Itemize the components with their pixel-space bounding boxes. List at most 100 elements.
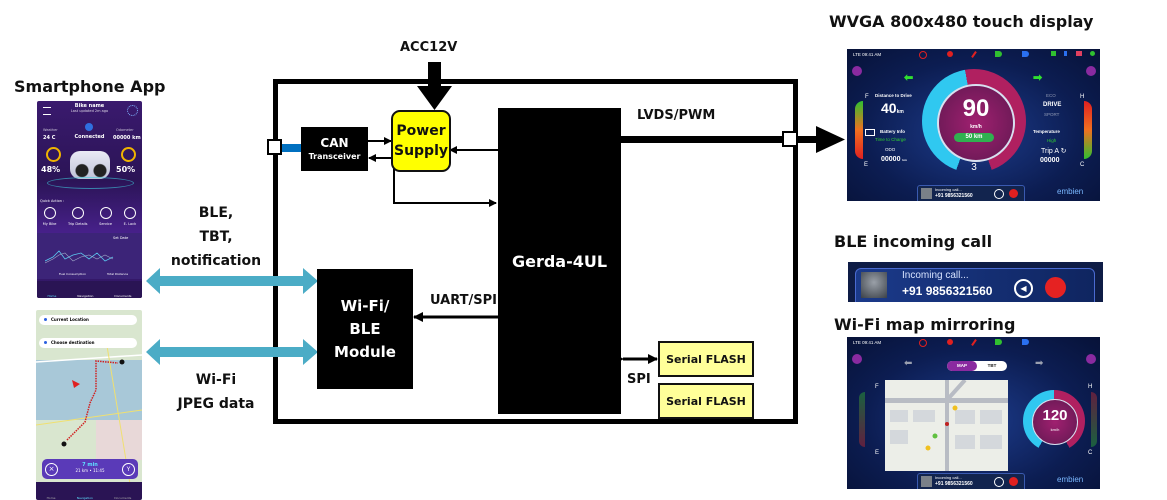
telltale-row xyxy=(919,51,1029,59)
action-my-bike[interactable]: My Bike xyxy=(42,207,57,226)
battery-left-icon xyxy=(46,147,61,162)
right-indicator-icon: ➡ xyxy=(1033,72,1043,84)
power-supply-line2: Supply xyxy=(393,143,449,159)
comm-icons xyxy=(1051,51,1095,56)
can-transceiver-block: CAN Transceiver xyxy=(301,127,368,171)
banner-hangup-button[interactable] xyxy=(1045,277,1066,298)
low-beam-icon xyxy=(995,51,1002,57)
ble-link-line1: BLE, xyxy=(198,205,234,221)
distance-label: Distance to Drive xyxy=(875,93,912,98)
settings-icon[interactable] xyxy=(127,105,138,116)
nav2-navigation[interactable]: Navigation xyxy=(76,496,93,500)
odo-label: ODO xyxy=(885,147,896,152)
ble-link-arrow xyxy=(146,268,318,294)
mirror-mark-h: H xyxy=(1088,384,1093,390)
vehicle-marker xyxy=(72,380,80,388)
mirror-mark-c: C xyxy=(1088,450,1093,456)
spi-label: SPI xyxy=(627,372,651,387)
connection-status: Connected xyxy=(74,134,105,140)
wifi-module-line3: Module xyxy=(334,342,396,361)
map-mirroring-display: LTE 09:41 AM ⬅ ➡ MAP TBT xyxy=(847,337,1100,489)
action-trip-details[interactable]: Trip Details xyxy=(68,207,88,226)
banner-call-number: +91 9856321560 xyxy=(902,284,993,298)
banner-speaker-button[interactable]: ◀ xyxy=(1014,279,1033,298)
display-out-line xyxy=(797,136,817,143)
chart-legend-fuel: Fuel Consumption xyxy=(59,272,86,276)
can-title: CAN xyxy=(320,136,349,150)
incoming-call-bar: Incoming call... +91 9856321560 xyxy=(917,185,1025,201)
map-streets xyxy=(885,378,1008,471)
mirror-hangup-button[interactable] xyxy=(1009,477,1018,486)
mail-icon xyxy=(1075,51,1082,56)
mirror-speaker-button[interactable] xyxy=(994,477,1004,487)
route-map xyxy=(36,339,142,491)
map-mirroring-title: Wi-Fi map mirroring xyxy=(834,315,1016,334)
mirror-right-indicator-icon: ➡ xyxy=(1035,358,1044,369)
bluetooth-icon xyxy=(1064,51,1068,56)
action-service[interactable]: Service xyxy=(99,207,112,226)
action-e-lock[interactable]: E- Lock xyxy=(124,207,136,226)
distance-number: 40 xyxy=(881,100,897,116)
mirror-temp-gauge xyxy=(1091,392,1097,447)
menu-icon[interactable] xyxy=(43,107,51,115)
wifi-module-line1: Wi-Fi/ xyxy=(340,296,390,315)
odo-value: 00000 km xyxy=(881,156,907,163)
trip-summary-card: × 7 min 21 km • 11:45 Y xyxy=(42,459,138,479)
stop-telltale-icon xyxy=(947,51,953,57)
route-line xyxy=(66,360,119,441)
weather-label: Weather xyxy=(43,128,58,132)
mirror-mark-e: E xyxy=(875,450,880,456)
fuel-mark-e: E xyxy=(864,162,869,168)
nav-home[interactable]: Home xyxy=(47,294,57,298)
banner-call-title: Incoming call... xyxy=(902,270,969,281)
wifi-link-arrow xyxy=(146,339,318,365)
trip-reset-icon[interactable]: ↻ xyxy=(1060,148,1067,155)
bluetooth-icon[interactable] xyxy=(85,123,93,131)
gear-indicator: 3 xyxy=(971,162,977,173)
smartphone-app-title: Smartphone App xyxy=(14,77,166,96)
nav-navigation[interactable]: Navigation xyxy=(77,294,94,298)
acc12v-arrow xyxy=(417,62,452,110)
mirror-call-number: +91 9856321560 xyxy=(935,481,973,487)
call-icon xyxy=(1051,51,1056,56)
distance-unit: km xyxy=(896,109,904,115)
mirror-home-button[interactable] xyxy=(1086,354,1096,364)
tab-map[interactable]: MAP xyxy=(947,361,977,371)
bottom-nav: Home Navigation Documents xyxy=(37,281,142,298)
sidestand-telltale-icon xyxy=(971,51,977,58)
speaker-button[interactable] xyxy=(994,189,1004,199)
battery-info-label: Battery Info xyxy=(880,129,906,134)
battery-left-value: 48% xyxy=(41,165,61,174)
nav2-documents[interactable]: Documents xyxy=(114,496,132,500)
range-badge: 50 km xyxy=(954,133,994,142)
incoming-call-banner: Incoming call... +91 9856321560 ◀ xyxy=(848,262,1103,302)
set-date-button[interactable]: Set Date xyxy=(113,236,129,240)
display-connector xyxy=(782,131,798,147)
hangup-button[interactable] xyxy=(1009,189,1018,198)
trip-label-text: Trip A xyxy=(1041,148,1059,155)
current-location-field[interactable]: Current Location xyxy=(39,315,137,325)
bottom-nav-2: Home Navigation Documents xyxy=(36,482,142,500)
nav2-home[interactable]: Home xyxy=(46,496,56,500)
mirror-stop-icon xyxy=(947,339,953,345)
temp-mark-c: C xyxy=(1080,162,1085,168)
cancel-route-button[interactable]: × xyxy=(45,463,58,476)
mirror-menu-button[interactable] xyxy=(852,354,862,364)
cluster-status-bar: LTE 09:41 AM xyxy=(853,52,882,57)
distance-series xyxy=(45,252,114,264)
home-button[interactable] xyxy=(1086,66,1096,76)
nav-documents[interactable]: Documents xyxy=(114,294,132,298)
action-my-bike-label: My Bike xyxy=(42,222,57,226)
current-location-text: Current Location xyxy=(51,317,89,322)
range-badge-text: 50 km xyxy=(965,134,983,140)
tab-tbt[interactable]: TBT xyxy=(987,363,997,368)
menu-button[interactable] xyxy=(852,66,862,76)
destination-field[interactable]: Choose destination xyxy=(39,338,137,348)
route-options-button[interactable]: Y xyxy=(122,463,135,476)
ble-link-label: BLE, TBT, notification xyxy=(162,201,270,273)
motorbike-image xyxy=(70,151,110,179)
soc-label: Gerda-4UL xyxy=(511,251,608,271)
mirror-high-beam-icon xyxy=(1022,339,1029,345)
mode-drive: DRIVE xyxy=(1043,102,1062,108)
header-subtitle: Last updated 2m ago xyxy=(70,109,109,113)
